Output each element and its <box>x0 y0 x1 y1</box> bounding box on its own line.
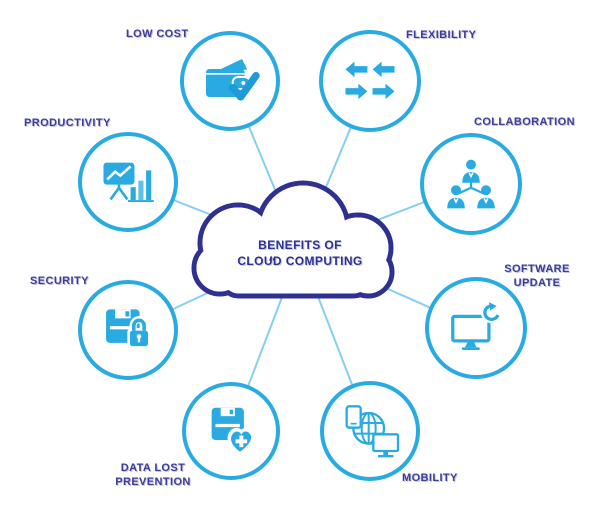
node-mobility <box>320 381 420 481</box>
label-software-update: SOFTWARE UPDATE <box>504 263 570 289</box>
label-productivity: PRODUCTIVITY <box>24 117 111 129</box>
node-software-update <box>425 277 527 379</box>
label-data-lost-prevention: DATA LOST PREVENTION <box>115 462 191 488</box>
team-hierarchy-icon <box>447 159 495 209</box>
label-flexibility: FLEXIBILITY <box>406 29 477 41</box>
wallet-check-icon <box>206 59 260 101</box>
node-productivity <box>78 132 178 232</box>
node-collaboration <box>420 133 522 235</box>
swap-arrows-icon <box>345 61 395 100</box>
node-data-lost-prevention <box>182 382 280 480</box>
node-flexibility <box>319 30 421 132</box>
label-low-cost: LOW COST <box>126 28 189 40</box>
floppy-heart-icon <box>211 407 255 456</box>
label-security: SECURITY <box>30 275 89 287</box>
cloud-shape <box>191 180 395 299</box>
node-security <box>78 280 178 380</box>
cloud-caption-line2: CLOUD COMPUTING <box>237 254 363 268</box>
presentation-chart-icon <box>103 162 154 203</box>
floppy-lock-icon <box>106 309 151 349</box>
cloud-caption-line1: BENEFITS OF <box>258 238 342 252</box>
globe-devices-icon <box>345 405 400 458</box>
label-mobility: MOBILITY <box>402 472 458 484</box>
label-collaboration: COLLABORATION <box>474 116 575 128</box>
monitor-refresh-icon <box>451 301 503 350</box>
node-low-cost <box>180 31 280 131</box>
cloud-caption: BENEFITS OF CLOUD COMPUTING <box>230 237 370 269</box>
